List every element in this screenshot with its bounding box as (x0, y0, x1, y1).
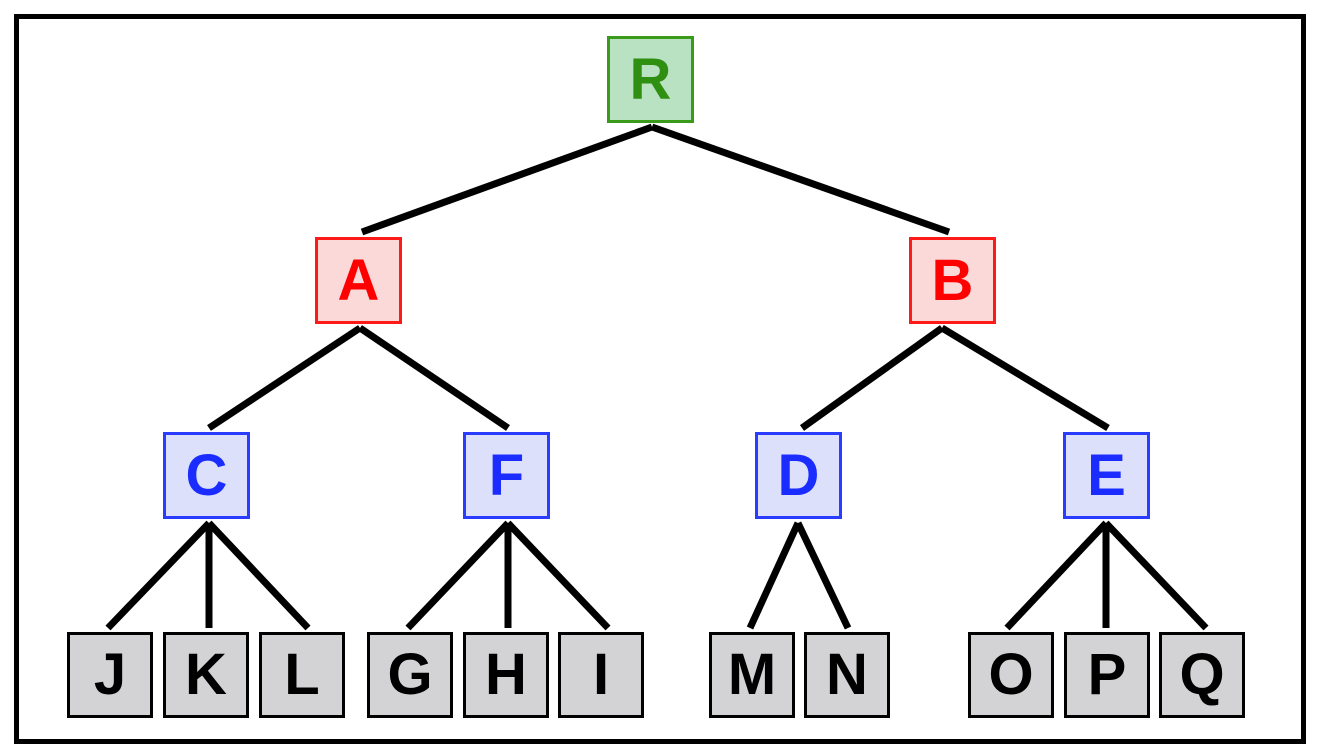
node-b: B (909, 237, 996, 324)
node-r: R (607, 36, 694, 123)
node-c: C (163, 432, 250, 519)
edge-e-o (1004, 520, 1109, 631)
edge-e-q (1103, 520, 1209, 631)
node-h: H (463, 632, 549, 718)
edge-r-a (360, 123, 654, 236)
node-i: I (558, 632, 644, 718)
node-g: G (367, 632, 453, 718)
node-d: D (755, 432, 842, 519)
node-q: Q (1159, 632, 1245, 718)
node-n: N (804, 632, 890, 718)
edge-a-f (358, 325, 510, 431)
node-l: L (259, 632, 345, 718)
diagram-frame (14, 14, 1306, 744)
edge-d-n (794, 521, 852, 630)
node-m: M (709, 632, 795, 718)
edge-d-m (746, 521, 802, 630)
edge-f-g (405, 520, 511, 631)
edge-r-b (650, 123, 951, 236)
node-e: E (1063, 432, 1150, 519)
node-o: O (968, 632, 1054, 718)
node-p: P (1064, 632, 1150, 718)
edge-b-d (799, 325, 945, 431)
edge-c-j (105, 520, 212, 631)
edge-a-c (207, 325, 362, 431)
edge-b-e (940, 325, 1110, 431)
node-f: F (463, 432, 550, 519)
node-a: A (315, 237, 402, 324)
edge-f-i (505, 520, 611, 631)
edge-c-l (206, 520, 311, 631)
node-k: K (163, 632, 249, 718)
node-j: J (67, 632, 153, 718)
